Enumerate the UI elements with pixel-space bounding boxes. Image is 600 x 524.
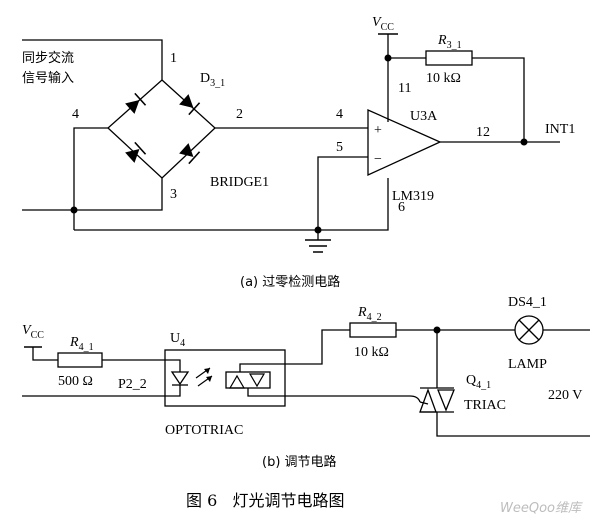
pin-bridge-left: 4 <box>72 107 79 122</box>
r42-value: 10 kΩ <box>354 345 389 360</box>
input-label-line2: 信号输入 <box>22 70 74 86</box>
opto-light-arrows <box>195 367 213 387</box>
vcc-b-label: VCC <box>22 323 44 341</box>
diode-bottom-left <box>125 141 147 163</box>
comparator-name: U3A <box>410 109 438 124</box>
minus-sign: − <box>374 152 382 167</box>
opto-designator: U4 <box>170 331 185 349</box>
bridge-name: BRIDGE1 <box>210 175 269 190</box>
wire-vcc-b <box>32 347 58 361</box>
wire-bridge-left <box>73 127 108 230</box>
resistor-r3-1 <box>425 50 473 66</box>
opto-diac <box>225 363 285 397</box>
plus-sign: + <box>374 123 382 138</box>
bridge-outline <box>107 79 216 179</box>
lamp-name: LAMP <box>508 357 547 372</box>
mains-voltage: 220 V <box>548 388 582 403</box>
bridge-rectifier <box>107 79 216 179</box>
wire-ground-rail <box>74 178 389 231</box>
resistor-r4-1 <box>57 352 103 368</box>
opto-led <box>165 359 190 397</box>
triac-symbol <box>419 387 455 413</box>
r31-designator: R3_1 <box>437 33 462 51</box>
wire-r31-right <box>472 57 525 142</box>
wire-triac-mt1 <box>436 412 590 437</box>
ground-symbol <box>305 239 331 253</box>
junction-output <box>520 138 528 146</box>
pin-out: 12 <box>476 125 490 140</box>
wire-to-inv <box>317 156 368 230</box>
watermark: WeeQoo维库 <box>500 501 583 516</box>
zero-cross-circuit: 同步交流 信号输入 1 D3_1 <box>22 15 575 290</box>
r42-designator: R4_2 <box>357 305 382 323</box>
lamp-symbol <box>514 315 544 345</box>
figure-caption: 图 6 灯光调节电路图 <box>186 491 345 510</box>
wire-input-top <box>22 39 163 80</box>
r41-designator: R4_1 <box>69 335 94 353</box>
wire-opto-to-gate <box>285 395 421 403</box>
dimming-circuit: VCC R4_1 500 Ω P2_2 U4 <box>22 295 590 470</box>
r31-value: 10 kΩ <box>426 71 461 86</box>
pin-inv: 5 <box>336 140 343 155</box>
optotriac-box <box>164 349 286 407</box>
input-label-line1: 同步交流 <box>22 50 74 66</box>
output-net-label: INT1 <box>545 122 575 137</box>
diode-top-right <box>179 94 201 116</box>
pin-noninv: 4 <box>336 107 343 122</box>
comparator-part: LM319 <box>392 189 434 204</box>
net-label-p2-2: P2_2 <box>118 377 147 392</box>
triac-name: TRIAC <box>464 398 506 413</box>
pin-bridge-top: 1 <box>170 51 177 66</box>
lamp-designator: DS4_1 <box>508 295 547 310</box>
junction-left <box>70 206 78 214</box>
diode-top-left <box>125 92 147 114</box>
opto-name: OPTOTRIAC <box>165 423 243 438</box>
comparator-symbol <box>367 108 442 177</box>
caption-a: (a) 过零检测电路 <box>240 274 340 290</box>
pin-bridge-bottom: 3 <box>170 187 177 202</box>
bridge-designator: D3_1 <box>200 71 225 89</box>
wire-input-bottom <box>22 178 163 211</box>
triac-designator: Q4_1 <box>466 373 491 391</box>
pin-vcc: 11 <box>398 81 411 96</box>
wire-opto-to-r42 <box>285 329 350 365</box>
vcc-label: VCC <box>372 15 394 33</box>
pin-gnd: 6 <box>398 200 405 215</box>
diode-bottom-right <box>179 143 201 165</box>
pin-bridge-right: 2 <box>236 107 243 122</box>
caption-b: (b) 调节电路 <box>262 454 337 470</box>
r41-value: 500 Ω <box>58 374 93 389</box>
resistor-r4-2 <box>349 322 397 338</box>
